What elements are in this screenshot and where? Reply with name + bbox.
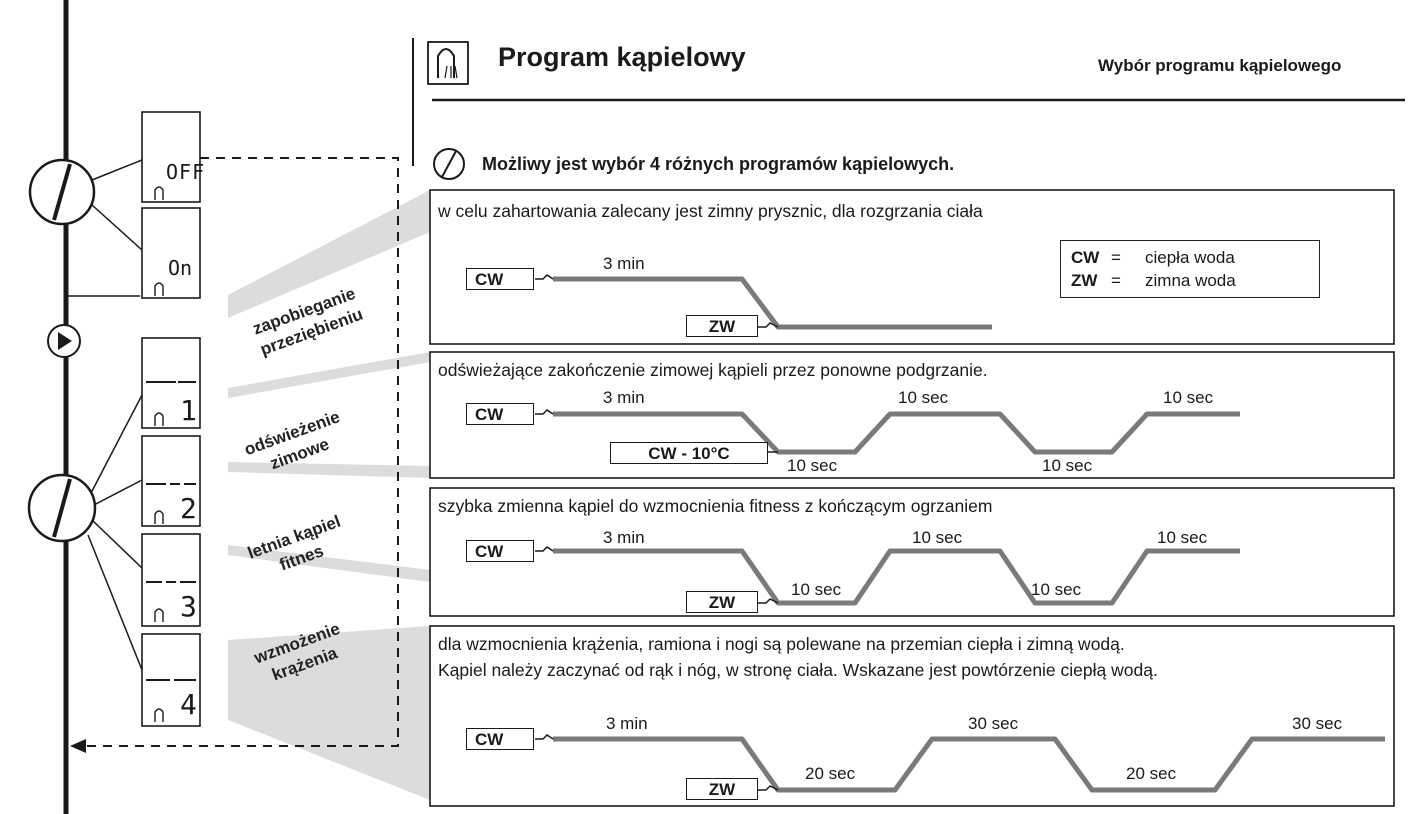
cold-water-box-3: ZW bbox=[686, 591, 758, 613]
display-program-2: 2 bbox=[180, 492, 197, 525]
curve-program-4 bbox=[553, 736, 1385, 793]
hot-water-box-4: CW bbox=[466, 728, 534, 750]
curve-program-1 bbox=[553, 276, 992, 330]
temperature-curves bbox=[553, 276, 1385, 793]
page-title: Program kąpielowy bbox=[498, 42, 746, 72]
box-connectors bbox=[535, 274, 779, 791]
legend-code-zw: ZW bbox=[1071, 270, 1098, 290]
hot-time-label-2-1: 3 min bbox=[603, 388, 645, 407]
cold-time-label-2-1: 10 sec bbox=[787, 456, 838, 475]
program-1-description: w celu zahartowania zalecany jest zimny … bbox=[438, 201, 983, 221]
legend-eq-zw: = bbox=[1111, 270, 1121, 290]
hot-time-label-3-2: 10 sec bbox=[912, 528, 963, 547]
legend: CW = ciepła woda ZW = zimna woda bbox=[1060, 240, 1320, 298]
hot-time-label-4-2: 30 sec bbox=[968, 714, 1019, 733]
info-note: Możliwy jest wybór 4 różnych programów k… bbox=[482, 154, 955, 174]
connector-fans bbox=[228, 190, 430, 800]
display-off: OFF bbox=[166, 160, 206, 184]
display-on: On bbox=[168, 256, 193, 280]
cold-time-label-4-1: 20 sec bbox=[805, 764, 856, 783]
hot-time-label-2-3: 10 sec bbox=[1163, 388, 1214, 407]
legend-meaning-zw: zimna woda bbox=[1145, 270, 1236, 290]
section-title: Wybór programu kąpielowego bbox=[1098, 56, 1342, 75]
legend-row-cw: CW = ciepła woda bbox=[1061, 246, 1319, 269]
legend-code-cw: CW bbox=[1071, 247, 1100, 267]
hot-water-box-2: CW bbox=[466, 403, 534, 425]
cold-time-label-4-2: 20 sec bbox=[1126, 764, 1177, 783]
legend-meaning-cw: ciepła woda bbox=[1145, 247, 1235, 267]
display-program-1: 1 bbox=[180, 394, 197, 427]
play-button[interactable] bbox=[47, 324, 81, 358]
display-program-3: 3 bbox=[180, 590, 197, 623]
program-4-description: dla wzmocnienia krążenia, ramiona i nogi… bbox=[438, 634, 1125, 654]
dial-connectors bbox=[65, 159, 143, 671]
cold-time-label-2-2: 10 sec bbox=[1042, 456, 1093, 475]
cold-water-box-1: ZW bbox=[686, 315, 758, 337]
hot-time-label-4-1: 3 min bbox=[606, 714, 648, 733]
program-2-description: odświeżające zakończenie zimowej kąpieli… bbox=[438, 360, 988, 380]
legend-eq-cw: = bbox=[1111, 247, 1121, 267]
hot-water-box-3: CW bbox=[466, 540, 534, 562]
display-boxes bbox=[141, 111, 201, 727]
hot-water-box-1: CW bbox=[466, 268, 534, 290]
display-program-4: 4 bbox=[180, 688, 197, 721]
shower-icon bbox=[427, 41, 469, 85]
hot-time-label-1-1: 3 min bbox=[603, 254, 645, 273]
cold-water-box-4: ZW bbox=[686, 778, 758, 800]
cold-time-label-3-1: 10 sec bbox=[791, 580, 842, 599]
hot-time-label-4-3: 30 sec bbox=[1292, 714, 1343, 733]
dial-knob-top[interactable] bbox=[28, 158, 96, 226]
info-icon bbox=[433, 148, 465, 180]
cold-time-label-3-2: 10 sec bbox=[1031, 580, 1082, 599]
cold-water-box-2: CW - 10°C bbox=[610, 442, 768, 464]
shower-mini-icons bbox=[154, 186, 164, 722]
hot-time-label-3-1: 3 min bbox=[603, 528, 645, 547]
curve-program-2 bbox=[553, 411, 1240, 455]
hot-time-label-2-2: 10 sec bbox=[898, 388, 949, 407]
display-segments bbox=[146, 381, 196, 681]
dial-knob-bottom[interactable] bbox=[27, 473, 97, 543]
legend-row-zw: ZW = zimna woda bbox=[1061, 269, 1319, 292]
hot-time-label-3-3: 10 sec bbox=[1157, 528, 1208, 547]
program-3-description: szybka zmienna kąpiel do wzmocnienia fit… bbox=[438, 496, 993, 516]
return-arrow-head bbox=[70, 739, 86, 753]
return-path bbox=[86, 157, 399, 747]
curve-program-3 bbox=[553, 548, 1240, 606]
program-4-description-2: Kąpiel należy zaczynać od rąk i nóg, w s… bbox=[438, 660, 1158, 680]
